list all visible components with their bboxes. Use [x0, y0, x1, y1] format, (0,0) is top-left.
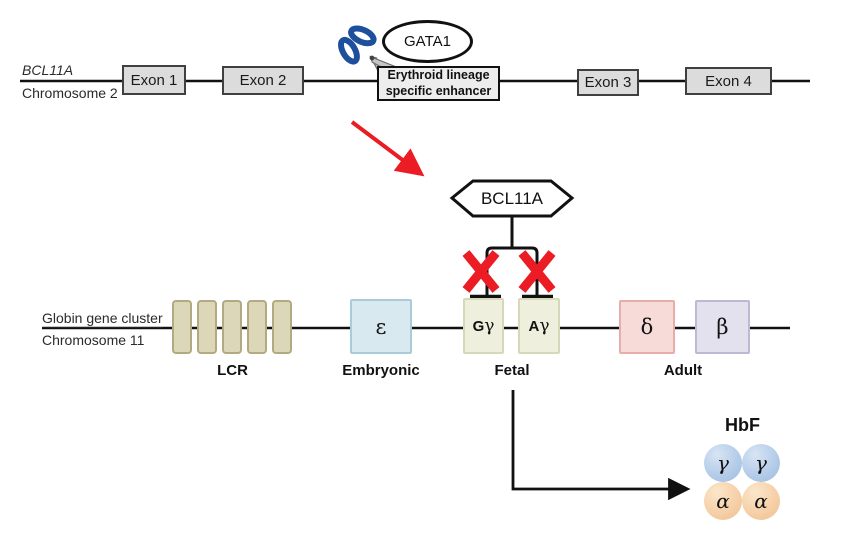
gata1-oval: GATA1 — [382, 20, 473, 63]
lcr-block — [172, 300, 192, 354]
agamma-prefix: A — [528, 317, 540, 335]
bottom-chromosome-label: Chromosome 11 — [42, 332, 145, 348]
repressor-fork — [485, 246, 539, 297]
top-chromosome-label: Chromosome 2 — [22, 85, 118, 101]
red-x-agamma — [518, 250, 556, 293]
hbf-alpha-subunit: α — [742, 482, 780, 520]
beta-symbol: β — [716, 315, 729, 339]
exon3-box: Exon 3 — [577, 69, 639, 96]
exon1-box: Exon 1 — [122, 65, 186, 95]
ggamma-symbol: γ — [484, 316, 495, 336]
hbf-title: HbF — [725, 415, 760, 435]
hbf-gamma-subunit: γ — [704, 444, 742, 482]
hbf-gamma-subunit: γ — [742, 444, 780, 482]
exon2-box: Exon 2 — [222, 66, 304, 95]
cut-effect-arrow — [350, 120, 425, 177]
repressor-hexagon — [449, 179, 575, 218]
embryonic-label: Embryonic — [342, 362, 420, 379]
exon4-box: Exon 4 — [685, 67, 772, 95]
lcr-block — [197, 300, 217, 354]
top-gene-label: BCL11A — [22, 62, 74, 78]
cluster-label: Globin gene cluster — [42, 310, 163, 329]
lcr-label: LCR — [217, 362, 248, 379]
fetal-label: Fetal — [494, 362, 530, 379]
enhancer-label-line1: Erythroid lineage — [387, 67, 490, 82]
lcr-block — [247, 300, 267, 354]
ggamma-prefix: G — [472, 317, 485, 335]
fetal-to-hbf-arrow — [511, 390, 691, 501]
lcr-block — [272, 300, 292, 354]
enhancer-label-line2: specific enhancer — [385, 83, 492, 98]
enhancer-box: Erythroid lineage specific enhancer — [377, 66, 500, 101]
epsilon-symbol: ε — [375, 314, 387, 339]
hbf-alpha-subunit: α — [704, 482, 742, 520]
epsilon-gene-box: ε — [350, 299, 412, 354]
cluster-label-text: Globin gene cluster — [42, 310, 163, 329]
lcr-block — [222, 300, 242, 354]
beta-gene-box: β — [695, 300, 750, 354]
delta-gene-box: δ — [619, 300, 675, 354]
delta-symbol: δ — [640, 315, 654, 339]
adult-label: Adult — [663, 362, 703, 379]
repressor-label: BCL11A — [480, 188, 544, 208]
red-x-ggamma — [462, 250, 500, 293]
agamma-symbol: γ — [539, 316, 550, 336]
